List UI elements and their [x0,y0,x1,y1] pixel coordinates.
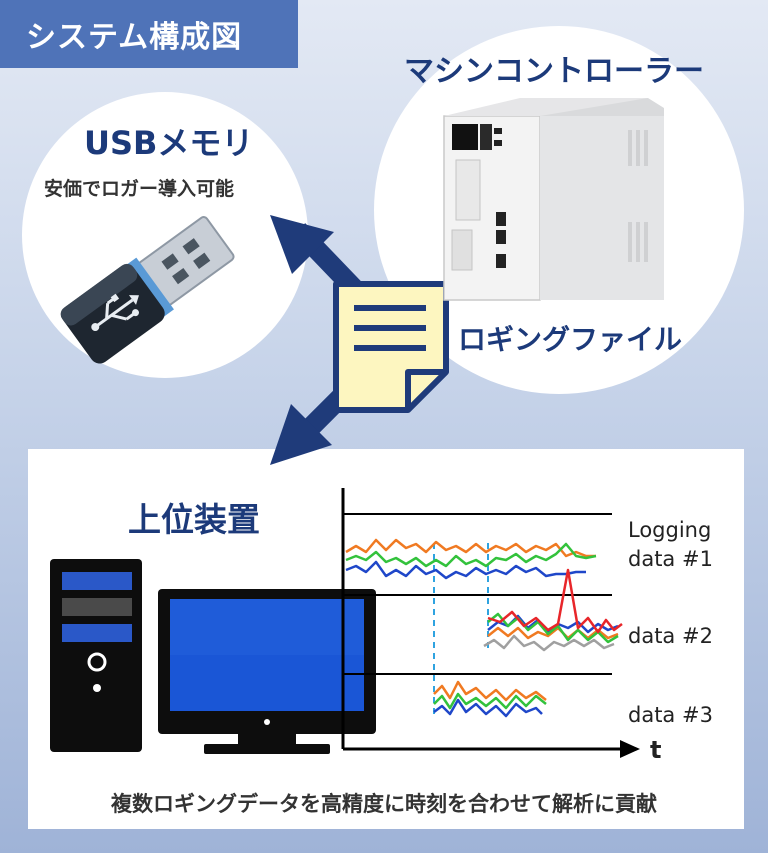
row1-label-line1: Logging [628,518,712,542]
time-axis-label: t [650,736,662,764]
sync-markers [433,543,489,718]
timeline-axes [341,488,640,758]
row1-label: Logging data #1 [628,516,713,574]
row2-label: data #2 [628,624,713,648]
caption: 複数ロギングデータを高精度に時刻を合わせて解析に貢献 [111,792,657,816]
row3-label: data #3 [628,703,713,727]
pc-tower-icon [50,559,142,752]
row3-series [433,680,547,718]
usb-circle [22,92,308,378]
diagram-title: システム構成図 [0,0,298,68]
host-panel [28,449,744,829]
usb-stick-icon [60,216,235,364]
machine-controller-icon [443,98,664,301]
host-title: 上位装置 [128,500,260,539]
logging-file-icon [333,281,449,413]
row1-label-line2: data #1 [628,547,713,571]
row1-series [345,538,597,580]
monitor-icon [158,589,376,754]
logging-file-label: ロギングファイル [458,323,683,356]
usb-subtitle: 安価でロガー導入可能 [44,178,235,200]
usb-title: USBメモリ [84,124,254,162]
row2-series [483,568,623,652]
machine-controller-title: マシンコントローラー [404,54,704,89]
